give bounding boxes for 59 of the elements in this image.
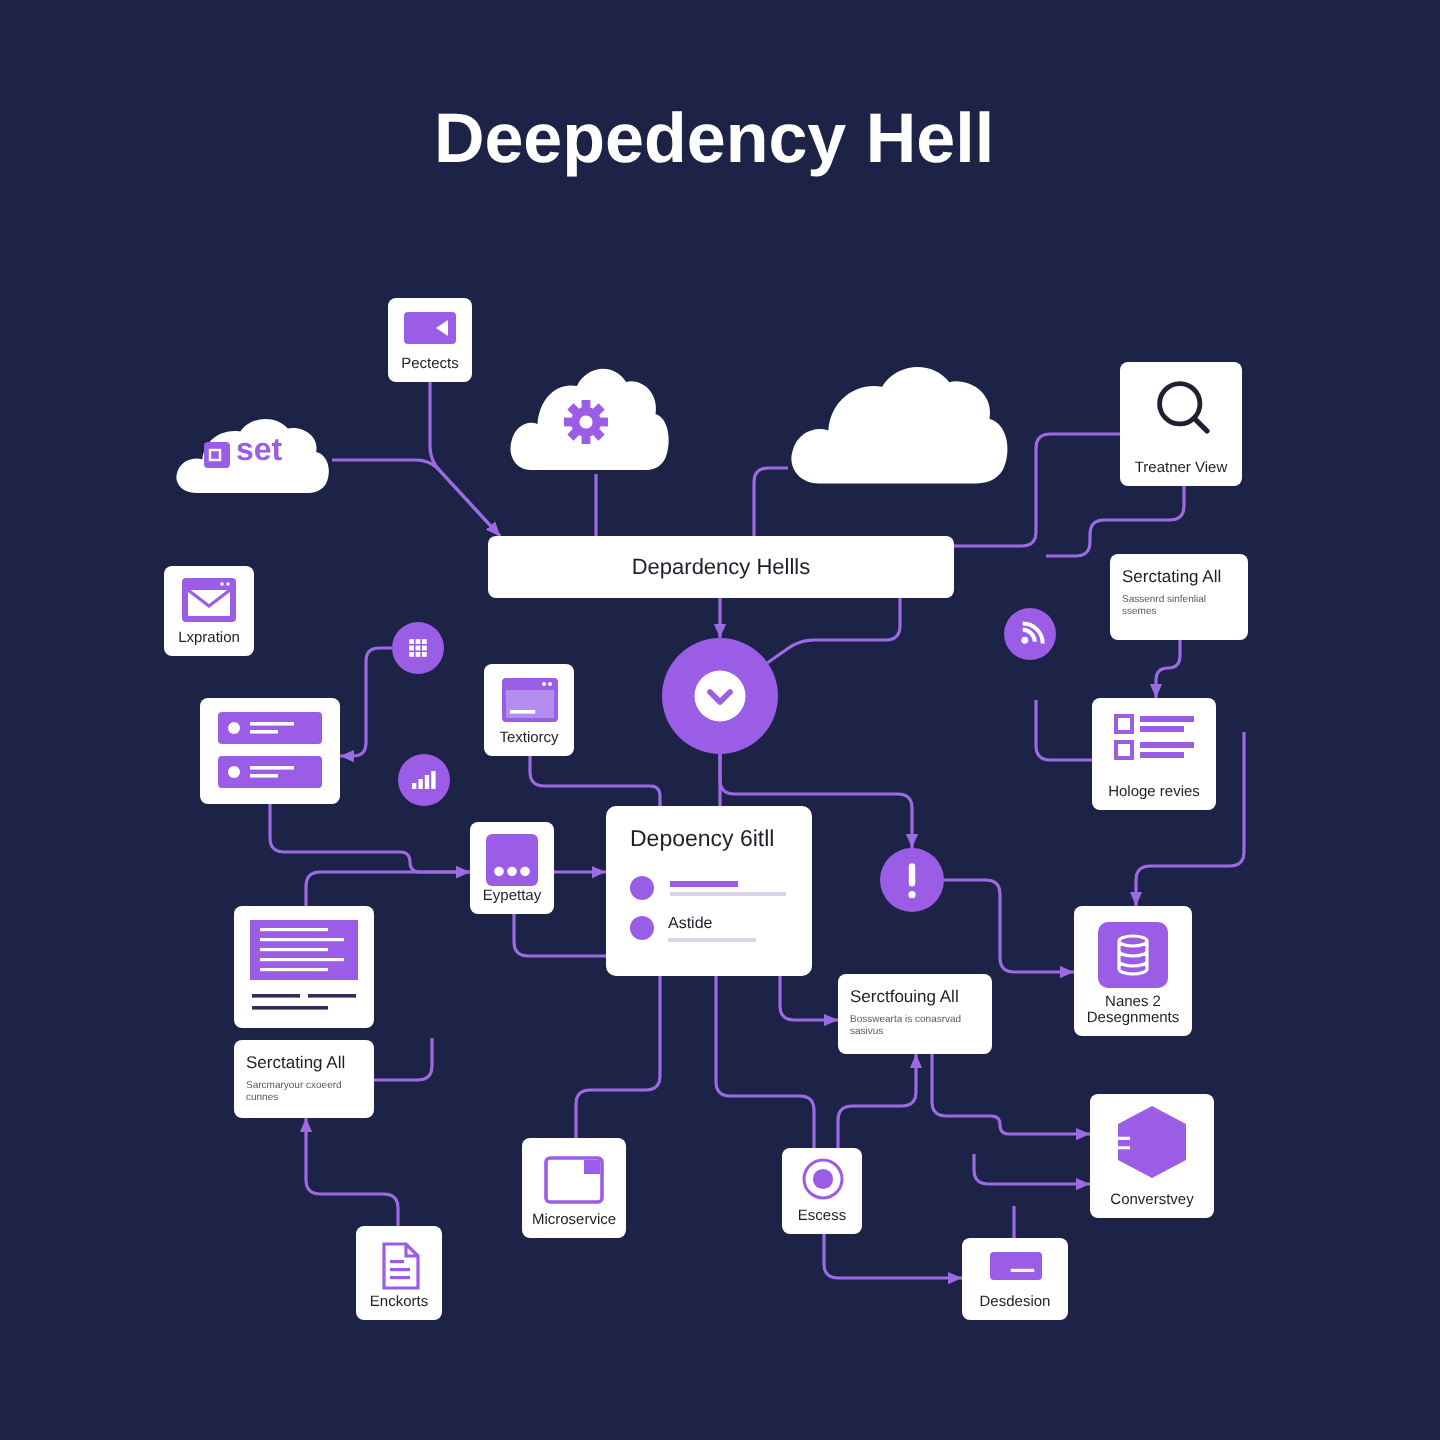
node-card [164,566,254,656]
connector-arrow [836,1054,923,1148]
connector-arrow [299,1118,400,1226]
connector-arrow [1129,732,1246,906]
node-card [782,1148,862,1234]
connector-line [594,474,598,536]
rss-icon [1004,608,1056,660]
connector-arrow [778,976,838,1027]
connector-line [1046,486,1186,558]
connector-line [512,914,606,958]
node-card [388,298,472,382]
node-card [1090,1094,1214,1218]
note-heading: Serctating All [246,1054,346,1073]
connector-line [574,976,662,1138]
note-card [234,1040,374,1118]
node-card [1120,362,1242,486]
node-card [356,1226,442,1320]
note-card [838,974,992,1054]
connector-arrow [930,1054,1090,1141]
node-card [962,1238,1068,1320]
connector-arrow [1149,640,1182,698]
grid-icon [392,622,444,674]
card-heading: Depoency 6itll [630,828,775,852]
exclamation-icon [880,848,944,912]
content-card [234,906,374,1028]
connector-arrow [822,1234,962,1285]
connector-line [714,976,816,1148]
node-card [1074,906,1192,1036]
node-label: set [236,432,283,471]
connector-arrow [713,598,727,638]
connector-arrow [718,754,919,848]
connector-line [752,466,788,536]
node-card [522,1138,626,1238]
card-text: Astide [668,914,713,932]
connector-arrow [332,458,502,538]
node-card [1092,698,1216,810]
connector-line [1034,700,1092,762]
connector-line [954,432,1120,548]
chevron-down-icon [662,638,778,754]
connector-arrow [304,865,470,906]
connector-arrow [340,646,392,763]
node-banner [488,536,954,598]
connector-line [1012,1206,1016,1238]
node-label: Depardency Hellls [631,555,811,579]
node-card [484,664,574,756]
diagram-title: Deepedency Hell [433,98,995,182]
connector-line [766,598,902,665]
bar-chart-icon [398,754,450,806]
note-heading: Serctfouing All [850,988,959,1007]
connector-arrow [554,865,606,879]
connector-line [528,756,662,806]
connector-arrow [944,878,1074,979]
node-card [606,806,812,976]
note-card [1110,554,1248,640]
connector-line [374,1038,434,1082]
connector-arrow [972,1154,1090,1191]
node-card [470,822,554,914]
note-heading: Serctating All [1122,568,1222,587]
content-card [200,698,340,804]
